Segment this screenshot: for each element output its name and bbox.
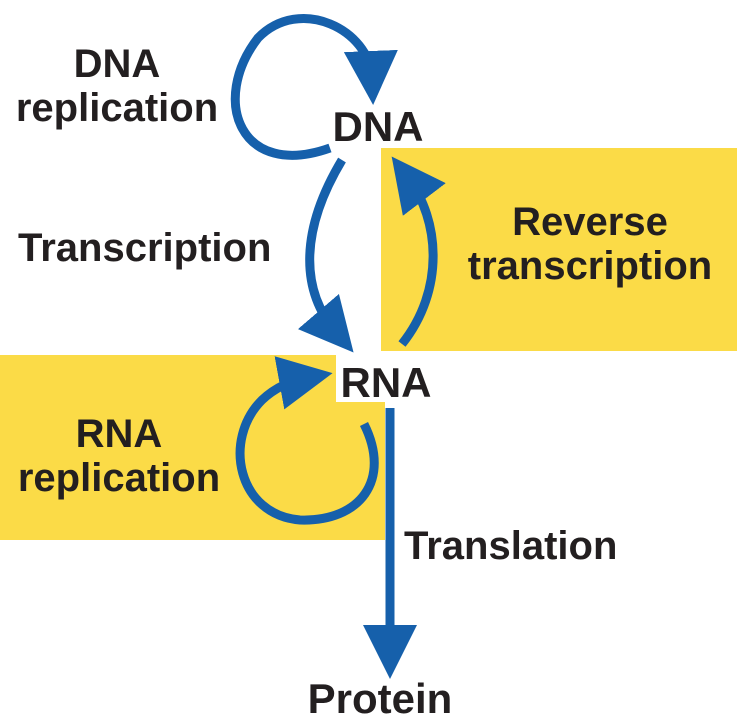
rna-node-label: RNA [340,359,432,406]
reverse-transcription-label-line2: transcription [467,244,713,288]
transcription-arrow [297,157,354,353]
translation-label: Translation [404,524,618,568]
protein-node-label: Protein [307,675,453,722]
reverse-transcription-label-line1: Reverse [512,200,668,244]
rna-replication-label: RNA replication [8,412,230,500]
reverse-transcription-arrow [391,156,446,347]
rna-replication-arrow [235,356,379,525]
rna-replication-label-line1: RNA [75,412,163,456]
dna-node-label: DNA [332,103,424,150]
dna-replication-label: DNA replication [12,42,222,130]
dna-replication-label-line2: replication [15,86,219,130]
rna-label-background [336,354,418,402]
transcription-label: Transcription [18,226,272,270]
dna-replication-label-line1: DNA [73,42,161,86]
reverse-transcription-label: Reverse transcription [440,200,740,288]
dna-replication-arrow [230,14,398,160]
rna-replication-label-line2: replication [17,456,221,500]
